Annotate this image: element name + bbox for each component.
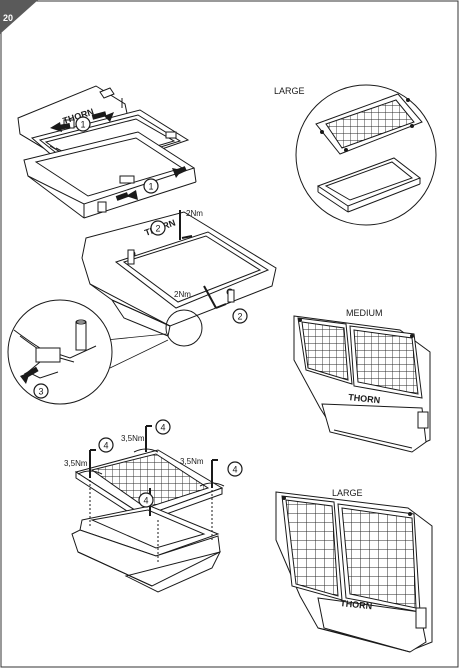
thorn-logo-medium: THORN bbox=[348, 392, 381, 405]
size-label-large-top: LARGE bbox=[274, 86, 305, 96]
step1-luminaire-illustration bbox=[17, 85, 197, 219]
svg-text:4: 4 bbox=[103, 441, 108, 451]
torque-label-2nm-top: 2Nm bbox=[186, 209, 203, 218]
torque-label-35nm-top: 3,5Nm bbox=[121, 434, 145, 443]
step-badge-1a: 1 bbox=[75, 116, 91, 132]
step-badge-4b: 4 bbox=[155, 419, 171, 435]
step-badge-4d: 4 bbox=[138, 492, 154, 508]
arrow-icon-step3 bbox=[20, 366, 39, 384]
svg-text:2: 2 bbox=[155, 224, 160, 234]
svg-text:3: 3 bbox=[38, 387, 43, 397]
thorn-logo-large: THORN bbox=[340, 598, 373, 611]
page-corner-tab bbox=[0, 0, 38, 34]
svg-text:4: 4 bbox=[232, 465, 237, 475]
arrow-icon bbox=[50, 111, 187, 201]
page-number: 20 bbox=[3, 13, 14, 23]
large-luminaire-illustration bbox=[275, 491, 433, 653]
size-label-medium: MEDIUM bbox=[346, 308, 383, 318]
medium-luminaire-illustration bbox=[293, 315, 431, 453]
step3-clip-detail bbox=[13, 319, 97, 379]
large-grid-detail bbox=[315, 93, 423, 213]
torque-label-35nm-right: 3,5Nm bbox=[180, 457, 204, 466]
step-badge-2b: 2 bbox=[232, 308, 248, 324]
svg-text:THORN: THORN bbox=[340, 598, 373, 611]
step-badge-4c: 4 bbox=[227, 461, 243, 477]
svg-text:1: 1 bbox=[148, 182, 153, 192]
zoom-source-circle bbox=[165, 309, 203, 347]
step-badge-3: 3 bbox=[33, 383, 49, 399]
step-badge-4a: 4 bbox=[98, 437, 114, 453]
svg-text:4: 4 bbox=[160, 423, 165, 433]
torque-label-35nm-left: 3,5Nm bbox=[64, 459, 88, 468]
step2-luminaire-illustration bbox=[81, 210, 277, 337]
svg-text:1: 1 bbox=[80, 120, 85, 130]
size-label-large-bottom: LARGE bbox=[332, 488, 363, 498]
step4-luminaire-illustration bbox=[71, 425, 225, 593]
torque-label-2nm-bottom: 2Nm bbox=[174, 290, 191, 299]
svg-text:THORN: THORN bbox=[348, 392, 381, 405]
svg-text:2: 2 bbox=[237, 312, 242, 322]
zoom-leader bbox=[105, 333, 167, 341]
step-badge-2a: 2 bbox=[150, 220, 166, 236]
svg-text:4: 4 bbox=[143, 496, 148, 506]
step-badge-1b: 1 bbox=[143, 178, 159, 194]
